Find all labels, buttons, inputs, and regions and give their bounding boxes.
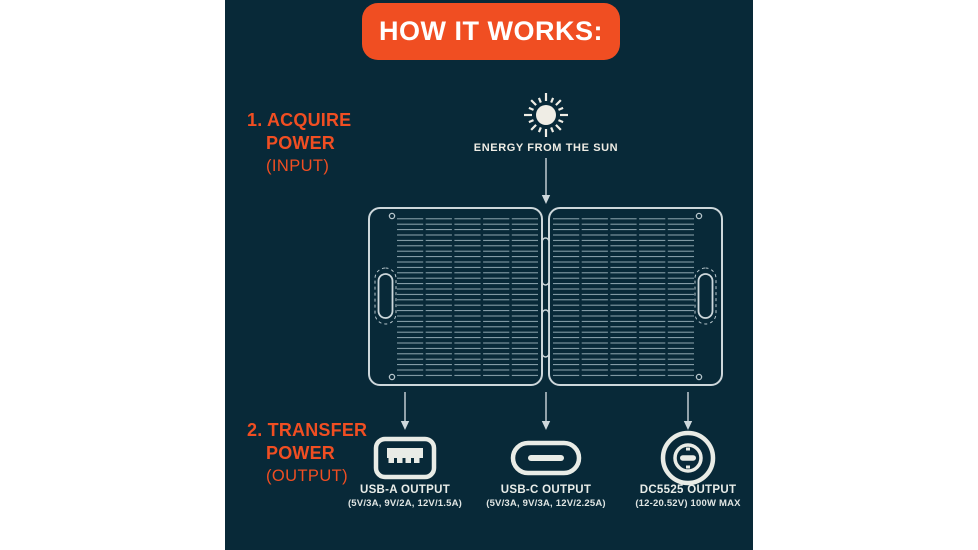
usb-a-output-label: USB-A OUTPUT (5V/3A, 9V/2A, 12V/1.5A) (315, 484, 495, 509)
step-2-sub: (OUTPUT) (266, 467, 349, 485)
step-2-line1: 2. TRANSFER (247, 419, 367, 442)
step-1-word: ACQUIRE (266, 110, 352, 130)
dc5525-icon (659, 429, 717, 492)
solar-panel-illustration (368, 207, 723, 386)
down-arrow-icon (682, 392, 694, 435)
usb-c-output-specs: (5V/3A, 9V/3A, 12V/2.25A) (486, 498, 606, 509)
step-1-line1: 1. ACQUIRE (247, 109, 351, 132)
dc5525-output-label: DC5525 OUTPUT (12-20.52V) 100W MAX (598, 484, 778, 509)
down-arrow-icon (399, 392, 411, 435)
dc5525-output-name: DC5525 OUTPUT (639, 484, 737, 496)
down-arrow-icon (540, 392, 552, 435)
down-arrow-icon (540, 158, 552, 209)
step-1-label: 1. ACQUIRE POWER (INPUT) (247, 109, 351, 178)
infographic-canvas: HOW IT WORKS: 1. ACQUIRE POWER (INPUT) (225, 0, 753, 550)
usb-a-output-specs: (5V/3A, 9V/2A, 12V/1.5A) (347, 498, 463, 509)
step-1-line2: POWER (266, 133, 336, 153)
step-1-number: 1. (247, 110, 263, 130)
step-2-line2: POWER (266, 443, 336, 463)
step-1-sub: (INPUT) (266, 157, 330, 175)
usb-c-output-label: USB-C OUTPUT (5V/3A, 9V/3A, 12V/2.25A) (456, 484, 636, 509)
step-2-label: 2. TRANSFER POWER (OUTPUT) (247, 419, 367, 488)
usb-a-output-name: USB-A OUTPUT (359, 484, 451, 496)
header-banner: HOW IT WORKS: (362, 3, 620, 60)
step-2-word: TRANSFER (267, 420, 368, 440)
usb-a-icon (373, 436, 437, 485)
usb-c-output-name: USB-C OUTPUT (500, 484, 592, 496)
step-2-number: 2. (247, 420, 263, 440)
sun-icon (520, 89, 572, 141)
usb-c-icon (510, 440, 582, 481)
page-title: HOW IT WORKS: (379, 16, 603, 46)
dc5525-output-specs: (12-20.52V) 100W MAX (635, 498, 741, 509)
sun-caption: ENERGY FROM THE SUN (473, 142, 619, 154)
